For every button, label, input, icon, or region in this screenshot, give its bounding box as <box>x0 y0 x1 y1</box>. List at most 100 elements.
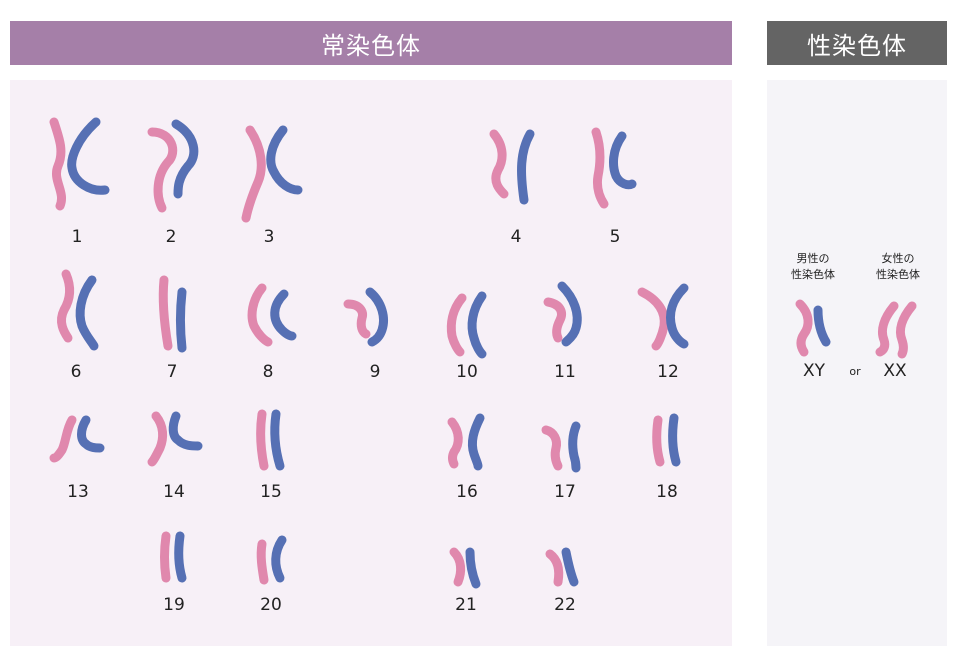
chromosome-10-chromatid-2 <box>467 291 487 359</box>
chromosome-label-14: 14 <box>163 482 185 502</box>
or-text: or <box>849 365 861 378</box>
label-layer: 1 2 3 4 5 6 7 8 9 10 11 12 13 14 15 16 1… <box>67 227 920 615</box>
chromosome-7-chromatid-2 <box>176 287 187 353</box>
chromosome-21 <box>449 547 481 589</box>
chromosome-12-chromatid-1 <box>637 287 669 351</box>
chromosome-label-1: 1 <box>72 227 83 247</box>
chromosome-22-chromatid-1 <box>545 549 564 587</box>
chromosome-label-22: 22 <box>554 595 576 615</box>
chromosome-18-chromatid-1 <box>652 415 665 467</box>
chromosome-13 <box>49 415 105 463</box>
chromosome-8-chromatid-2 <box>270 289 297 341</box>
chromosome-16-chromatid-2 <box>467 413 485 471</box>
chromosome-20-chromatid-2 <box>271 535 287 583</box>
chromosome-15-chromatid-1 <box>256 409 269 471</box>
chromosome-10 <box>446 291 487 359</box>
chromosome-label-9: 9 <box>370 362 381 382</box>
chromosome-x-female-1 <box>875 301 899 357</box>
chromosome-1 <box>49 117 110 211</box>
chromosome-12 <box>637 283 689 351</box>
chromosome-label-6: 6 <box>71 362 82 382</box>
chromosome-21-chromatid-1 <box>449 547 466 587</box>
chromosome-1-chromatid-1 <box>49 117 66 211</box>
male-sex-label: XY <box>803 361 826 381</box>
chromosome-4-chromatid-1 <box>489 129 509 199</box>
chromosome-2 <box>147 119 199 213</box>
chromosome-13-chromatid-1 <box>49 415 77 463</box>
chromosome-15 <box>256 409 285 471</box>
chromosome-2-chromatid-2 <box>171 119 199 199</box>
chromosome-label-13: 13 <box>67 482 89 502</box>
chromosome-label-20: 20 <box>260 595 282 615</box>
sex-chromosome-header-title: 性染色体 <box>807 31 907 60</box>
autosome-header: 常染色体 <box>10 21 732 65</box>
chromosome-22 <box>545 547 579 587</box>
chromosome-19-chromatid-2 <box>174 531 187 583</box>
chromosome-16-chromatid-1 <box>447 417 463 469</box>
chromosome-label-7: 7 <box>167 362 178 382</box>
chromosome-19 <box>160 531 187 583</box>
chromosome-3 <box>241 125 303 223</box>
chromosome-6-chromatid-1 <box>57 269 75 343</box>
chromosome-2-chromatid-1 <box>147 127 178 213</box>
chromosome-label-11: 11 <box>554 362 576 382</box>
chromosome-20 <box>256 535 287 585</box>
chromosome-6 <box>57 269 99 351</box>
chromosome-x-female-2 <box>895 301 917 359</box>
chromosome-20-chromatid-1 <box>256 539 269 585</box>
chromosome-label-15: 15 <box>260 482 282 502</box>
chromosome-3-chromatid-2 <box>266 125 303 195</box>
chromosome-5 <box>591 127 637 209</box>
chromosome-11-chromatid-2 <box>557 281 582 347</box>
chromosome-label-8: 8 <box>263 362 274 382</box>
chromosome-14-chromatid-1 <box>147 411 168 467</box>
chromosome-17-chromatid-2 <box>568 421 581 473</box>
chromosome-5-chromatid-1 <box>591 127 609 209</box>
male-caption-line1: 男性の <box>797 251 830 265</box>
chromosome-label-4: 4 <box>511 227 522 247</box>
chromosome-17-chromatid-1 <box>541 425 563 471</box>
chromosome-13-chromatid-2 <box>77 415 105 453</box>
chromosome-15-chromatid-2 <box>270 409 285 471</box>
sex-chromosome-header: 性染色体 <box>767 21 947 65</box>
chromosome-14-chromatid-2 <box>168 411 203 451</box>
female-caption-line2: 性染色体 <box>876 267 920 281</box>
chromosome-label-12: 12 <box>657 362 679 382</box>
chromosome-5-chromatid-2 <box>609 131 637 190</box>
chromosome-8 <box>247 283 297 347</box>
chromosome-label-5: 5 <box>610 227 621 247</box>
chromosome-17 <box>541 421 581 473</box>
chromosome-label-21: 21 <box>455 595 477 615</box>
chromosome-label-10: 10 <box>456 362 478 382</box>
chromosome-7 <box>158 275 187 353</box>
female-sex-label: XX <box>883 361 907 381</box>
chromosome-18-chromatid-2 <box>668 413 681 467</box>
chromosome-14 <box>147 411 203 467</box>
chromosome-label-2: 2 <box>166 227 177 247</box>
sex-chromosome-panel <box>767 80 947 646</box>
chromosome-label-17: 17 <box>554 482 576 502</box>
chromosome-layer <box>49 117 917 589</box>
chromosome-x-male-chromatid-1 <box>795 299 813 357</box>
chromosome-7-chromatid-1 <box>158 275 173 351</box>
chromosome-label-19: 19 <box>163 595 185 615</box>
chromosome-9 <box>343 287 388 347</box>
chromosome-4 <box>489 129 535 205</box>
chromosome-11-chromatid-1 <box>543 297 566 343</box>
chromosome-y-male-chromatid-1 <box>813 305 831 347</box>
chromosome-8-chromatid-1 <box>247 283 273 347</box>
chromosome-x-male <box>795 299 813 357</box>
autosome-header-title: 常染色体 <box>321 31 421 60</box>
chromosome-9-chromatid-1 <box>343 299 371 339</box>
chromosome-x-female-1-chromatid-1 <box>875 301 899 357</box>
chromosome-12-chromatid-2 <box>666 283 689 349</box>
chromosome-21-chromatid-2 <box>465 547 481 589</box>
chromosome-x-female-2-chromatid-1 <box>895 301 917 359</box>
chromosome-11 <box>543 281 582 347</box>
male-caption-line2: 性染色体 <box>791 267 835 281</box>
chromosome-9-chromatid-2 <box>365 287 388 347</box>
chromosome-label-16: 16 <box>456 482 478 502</box>
chromosome-y-male <box>813 305 831 347</box>
chromosome-label-3: 3 <box>264 227 275 247</box>
